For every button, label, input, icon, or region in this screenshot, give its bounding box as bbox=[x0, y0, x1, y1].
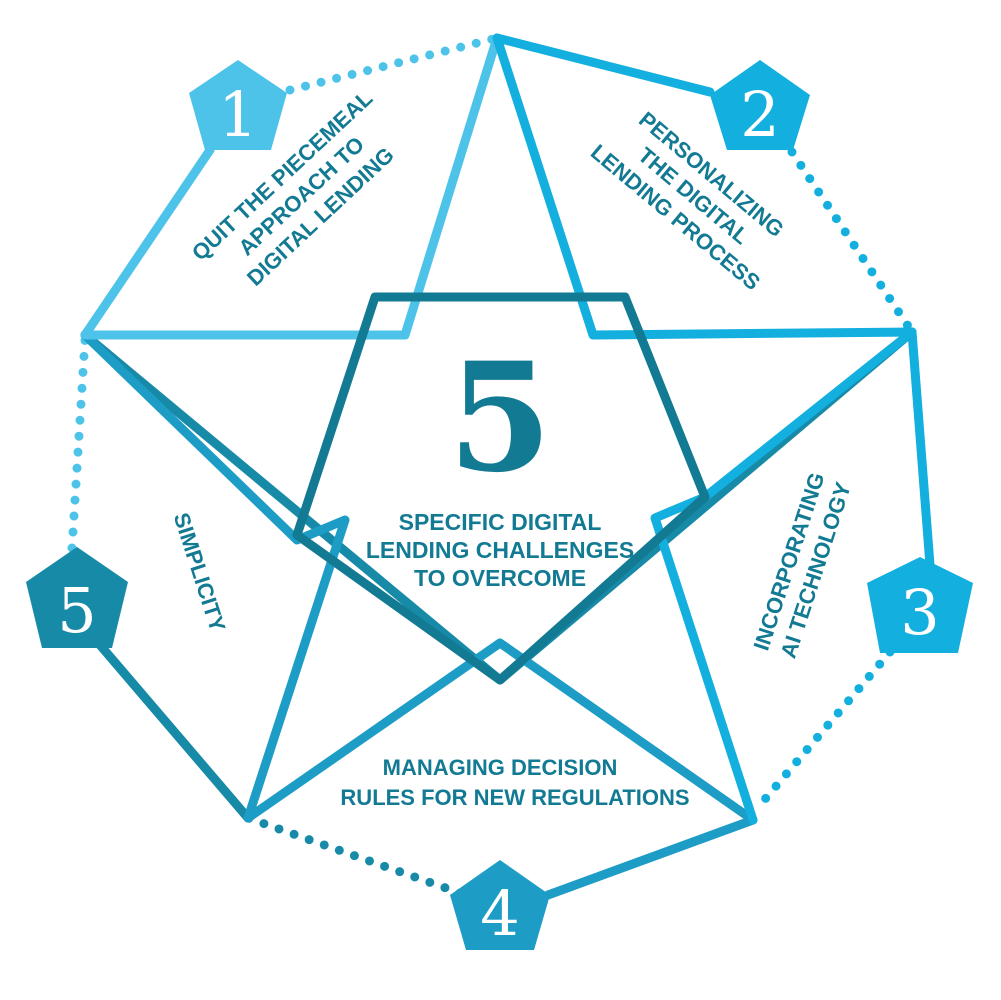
center-label-line1: SPECIFIC DIGITAL bbox=[399, 509, 602, 535]
center-label-line3: TO OVERCOME bbox=[414, 565, 586, 591]
segment-4 bbox=[543, 815, 758, 900]
badge-1-pentagon bbox=[189, 60, 287, 150]
star-edge-blue-right bbox=[650, 327, 917, 825]
star-edge-bright-top bbox=[492, 33, 917, 340]
challenge-4-line2: RULES FOR NEW REGULATIONS bbox=[340, 785, 689, 810]
challenge-5-line1: SIMPLICITY bbox=[169, 510, 231, 635]
segment-1 bbox=[80, 145, 215, 340]
segment-5 bbox=[95, 640, 253, 823]
badge-5: 5 bbox=[26, 547, 128, 648]
segment-2 bbox=[492, 33, 715, 97]
challenge-3-label: INCORPORATING AI TECHNOLOGY bbox=[749, 469, 856, 661]
badge-1: 1 bbox=[189, 60, 287, 151]
badge-1-number: 1 bbox=[218, 78, 257, 151]
badge-2-pentagon bbox=[710, 60, 810, 150]
connector-1-top bbox=[285, 33, 502, 95]
star-edge-teal bbox=[80, 330, 350, 823]
connector-3-bottom bbox=[755, 647, 895, 810]
dotted-connectors bbox=[67, 33, 917, 898]
badge-3-pentagon bbox=[867, 557, 973, 653]
connector-2-right bbox=[787, 147, 917, 337]
badge-3-number: 3 bbox=[900, 576, 939, 649]
badge-4-pentagon bbox=[450, 860, 550, 950]
center-label-line2: LENDING CHALLENGES bbox=[366, 537, 634, 563]
outer-segments bbox=[80, 33, 935, 900]
star-edge-light-top bbox=[80, 33, 502, 340]
badge-4-number: 4 bbox=[480, 877, 519, 950]
connector-5-top bbox=[67, 335, 90, 553]
star-edge-mid bbox=[243, 638, 758, 825]
badge-4: 4 bbox=[450, 860, 550, 950]
center-pentagon bbox=[292, 292, 710, 685]
center-big-number: 5 bbox=[448, 330, 552, 506]
badge-2-number: 2 bbox=[740, 78, 779, 151]
badge-3: 3 bbox=[867, 557, 973, 653]
challenge-5-label: SIMPLICITY bbox=[169, 510, 231, 635]
badge-5-number: 5 bbox=[57, 574, 96, 647]
segment-3 bbox=[907, 327, 935, 570]
badge-5-pentagon bbox=[26, 547, 128, 648]
badge-2: 2 bbox=[710, 60, 810, 151]
challenge-4-line1: MANAGING DECISION bbox=[383, 755, 618, 780]
connector-4-left bbox=[243, 813, 465, 898]
